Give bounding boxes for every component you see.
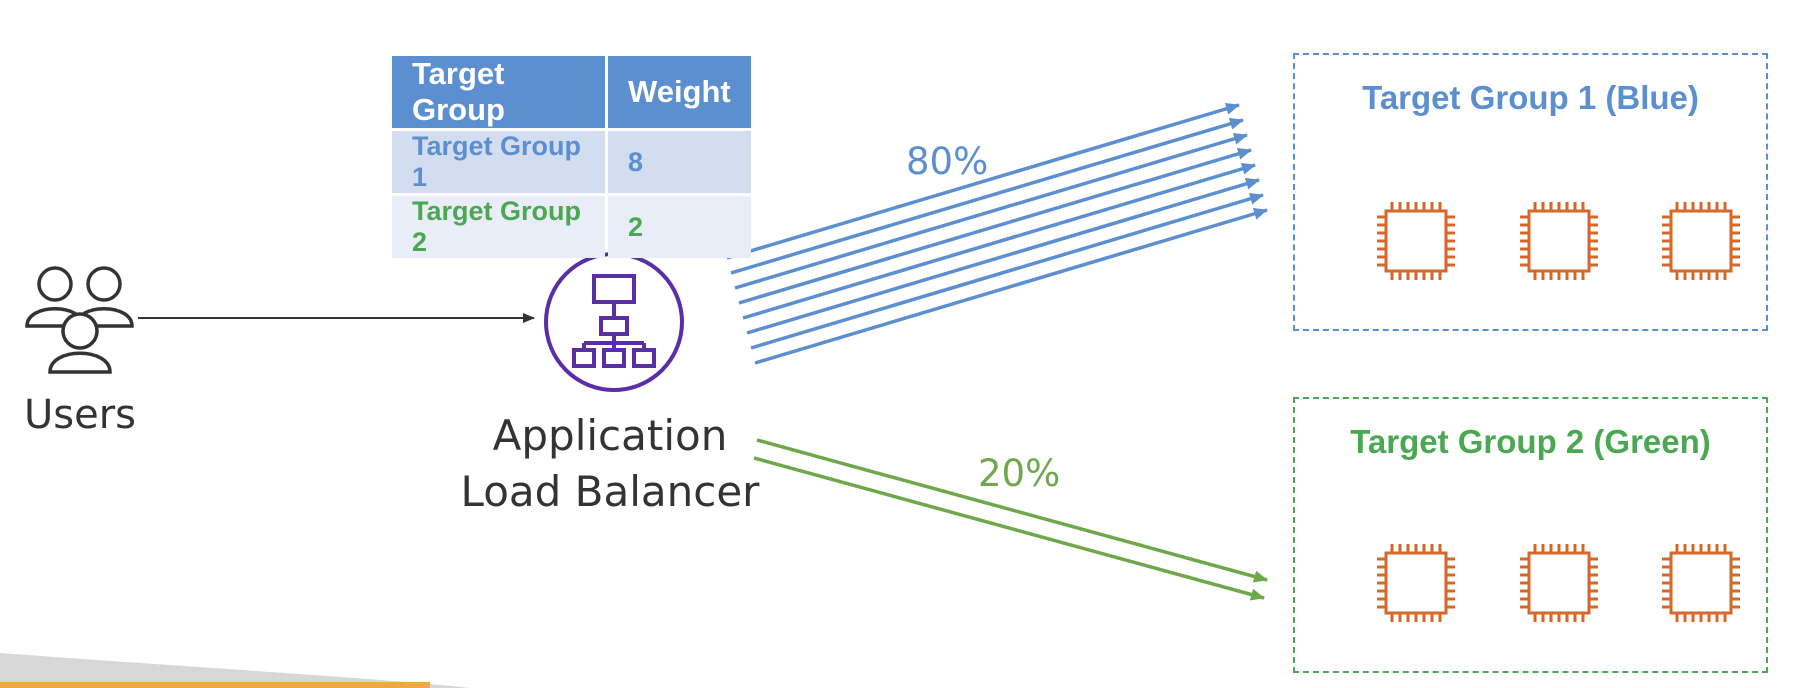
target-group-green-title: Target Group 2 (Green) [1350,423,1711,460]
users-icon [25,266,134,374]
green-traffic-arrow [753,456,1265,601]
weights-table: Target Group Weight Target Group 1 8 Tar… [389,53,754,261]
target-group-blue-box: Target Group 1 (Blue) [1293,53,1768,331]
chip-icon [1662,202,1740,280]
blue-traffic-arrow [730,117,1244,275]
row-group-name: Target Group 1 [392,131,605,193]
blue-traffic-arrow [738,147,1252,305]
load-balancer-label-line1: Application [492,411,728,460]
green-traffic-percent: 20% [978,452,1061,495]
blue-traffic-arrows [726,102,1268,365]
blue-traffic-arrow [746,177,1260,335]
target-group-green-box: Target Group 2 (Green) [1293,397,1768,673]
row-weight: 2 [608,196,751,258]
load-balancer-icon [544,252,684,392]
header-target-group: Target Group [392,56,605,128]
chip-icon [1520,544,1598,622]
header-weight: Weight [608,56,751,128]
chip-icon [1377,544,1455,622]
load-balancer-label-line2: Load Balancer [460,467,760,516]
instance-chips [1377,202,1740,622]
row-weight: 8 [608,131,751,193]
table-row: Target Group 2 2 [392,196,751,258]
chip-icon [1662,544,1740,622]
load-balancer-label: Application Load Balancer [450,408,770,520]
green-traffic-arrow [756,438,1268,583]
blue-traffic-percent: 80% [906,140,989,183]
blue-traffic-arrow [750,192,1264,350]
slide-accent-bar [0,682,430,688]
green-traffic-arrows [753,438,1268,601]
row-group-name: Target Group 2 [392,196,605,258]
target-group-blue-title: Target Group 1 (Blue) [1362,79,1699,116]
weights-table-header: Target Group Weight [392,56,751,128]
users-label: Users [24,392,137,438]
slide-corner-decoration [0,653,470,688]
table-row: Target Group 1 8 [392,131,751,193]
blue-traffic-arrow [734,132,1248,290]
chip-icon [1520,202,1598,280]
blue-traffic-arrow [726,102,1240,260]
blue-traffic-arrow [754,207,1268,365]
blue-traffic-arrow [742,162,1256,320]
chip-icon [1377,202,1455,280]
